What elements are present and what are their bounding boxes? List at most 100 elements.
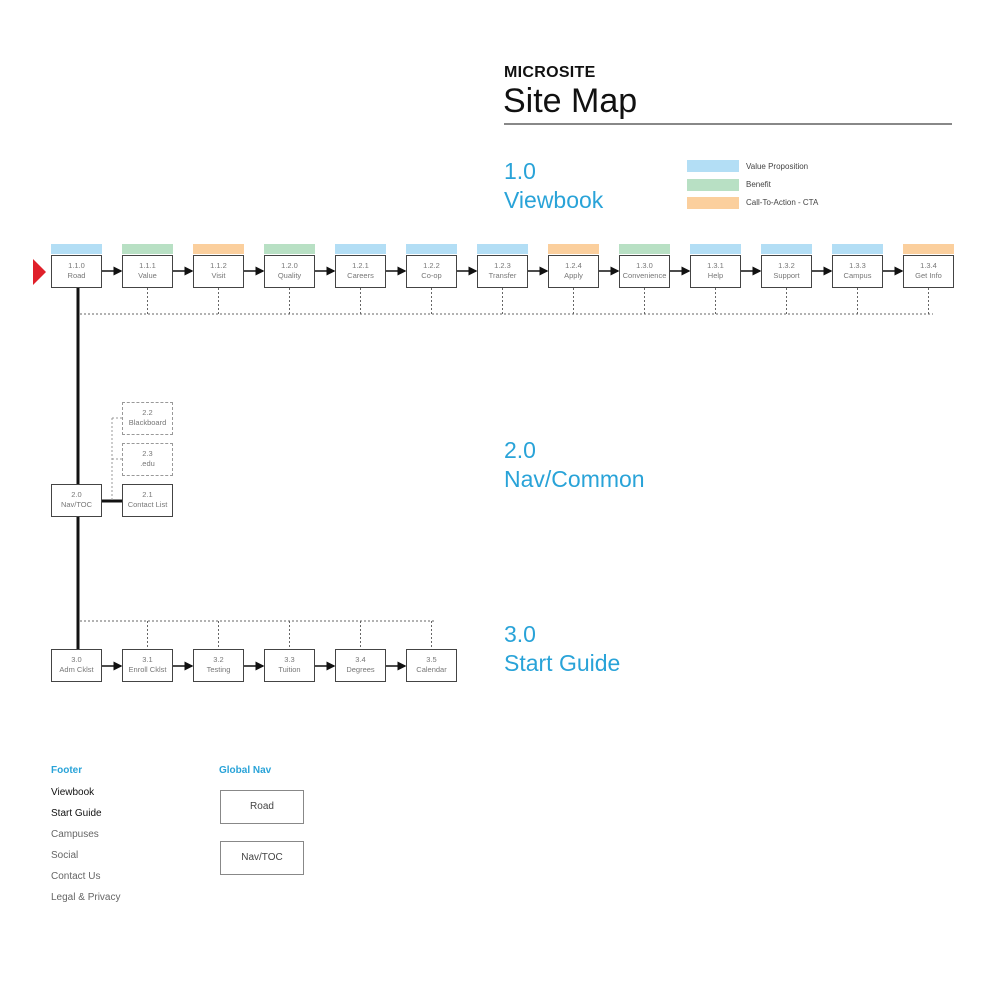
category-tag-value [406,244,457,254]
legend-label-cta: Call-To-Action - CTA [746,198,819,207]
node-label: Nav/TOC [60,500,93,509]
node-nav-toc[interactable]: 2.0 Nav/TOC [51,484,102,517]
category-tag-cta [548,244,599,254]
node-id: 1.3.0 [636,261,653,270]
footer-link-viewbook[interactable]: Viewbook [51,787,95,798]
category-tag-cta [193,244,244,254]
header-divider [504,123,952,125]
node-id: 1.2.4 [565,261,582,270]
node-label: Visit [211,271,226,280]
node-id: 1.3.3 [849,261,866,270]
node-label: Enroll Cklst [128,665,167,674]
node-id: 3.2 [213,655,224,664]
category-tag-value [761,244,812,254]
legend-label-value: Value Proposition [746,162,809,171]
node-id: 1.1.0 [68,261,85,270]
legend-label-benefit: Benefit [746,180,771,189]
footer-link-campuses[interactable]: Campuses [51,829,99,840]
node-id: 3.1 [142,655,153,664]
node-label: Careers [347,271,374,280]
node-label: Calendar [416,665,447,674]
node-label: Apply [564,271,583,280]
node-label: Blackboard [128,418,167,427]
node-id: 3.0 [71,655,82,664]
node-label: Help [707,271,724,280]
footer-link-contact-us[interactable]: Contact Us [51,871,101,882]
page-title: Site Map [503,82,638,120]
node-id: 3.5 [426,655,437,664]
category-tag-value [335,244,386,254]
section-2-number: 2.0 [504,437,536,463]
node-id: 1.3.4 [920,261,937,270]
category-tag-benefit [264,244,315,254]
category-tag-value [51,244,102,254]
node-label: Contact List [127,500,168,509]
footer-heading: Footer [51,765,83,776]
category-tag-benefit [122,244,173,254]
node-id: 1.2.0 [281,261,298,270]
node-label: Testing [206,665,231,674]
global-nav-road[interactable]: Road [220,790,304,824]
category-tag-value [477,244,528,254]
section-3-number: 3.0 [504,621,536,647]
node-label: Quality [277,271,302,280]
node-label: Co-op [421,271,442,280]
category-tag-benefit [619,244,670,254]
global-nav-toc[interactable]: Nav/TOC [220,841,304,875]
node-id: 1.2.2 [423,261,440,270]
legend-swatch-benefit [687,179,739,191]
start-arrow-icon [33,259,46,285]
node-id: 1.2.3 [494,261,511,270]
section-1-number: 1.0 [504,158,536,184]
legend-swatch-value [687,160,739,172]
footer-link-social[interactable]: Social [51,850,79,861]
node-id: 3.4 [355,655,366,664]
node-id: 2.1 [142,490,153,499]
node-label: Road [67,271,86,280]
footer-link-legal-privacy[interactable]: Legal & Privacy [51,892,121,903]
node-label: Value [138,271,157,280]
node-id: 2.0 [71,490,82,499]
category-tag-value [690,244,741,254]
node-label: Tuition [278,665,301,674]
node-contact-list[interactable]: 2.1 Contact List [122,484,173,517]
node-label: Transfer [488,271,517,280]
node-label: Campus [843,271,872,280]
node-blackboard[interactable]: 2.2 Blackboard [122,402,173,435]
node-label: Support [773,271,800,280]
node-label: .edu [140,459,155,468]
node-id: 1.2.1 [352,261,369,270]
node-label: Adm Cklst [59,665,94,674]
node-label: Get Info [915,271,942,280]
header-kicker: MICROSITE [504,64,596,81]
node-id: 1.3.1 [707,261,724,270]
node-label: Degrees [346,665,375,674]
node-id: 1.3.2 [778,261,795,270]
footer-link-start-guide[interactable]: Start Guide [51,808,102,819]
section-2-name: Nav/Common [504,466,645,492]
node-edu[interactable]: 2.3 .edu [122,443,173,476]
legend-swatch-cta [687,197,739,209]
node-id: 2.3 [142,449,153,458]
node-id: 3.3 [284,655,295,664]
